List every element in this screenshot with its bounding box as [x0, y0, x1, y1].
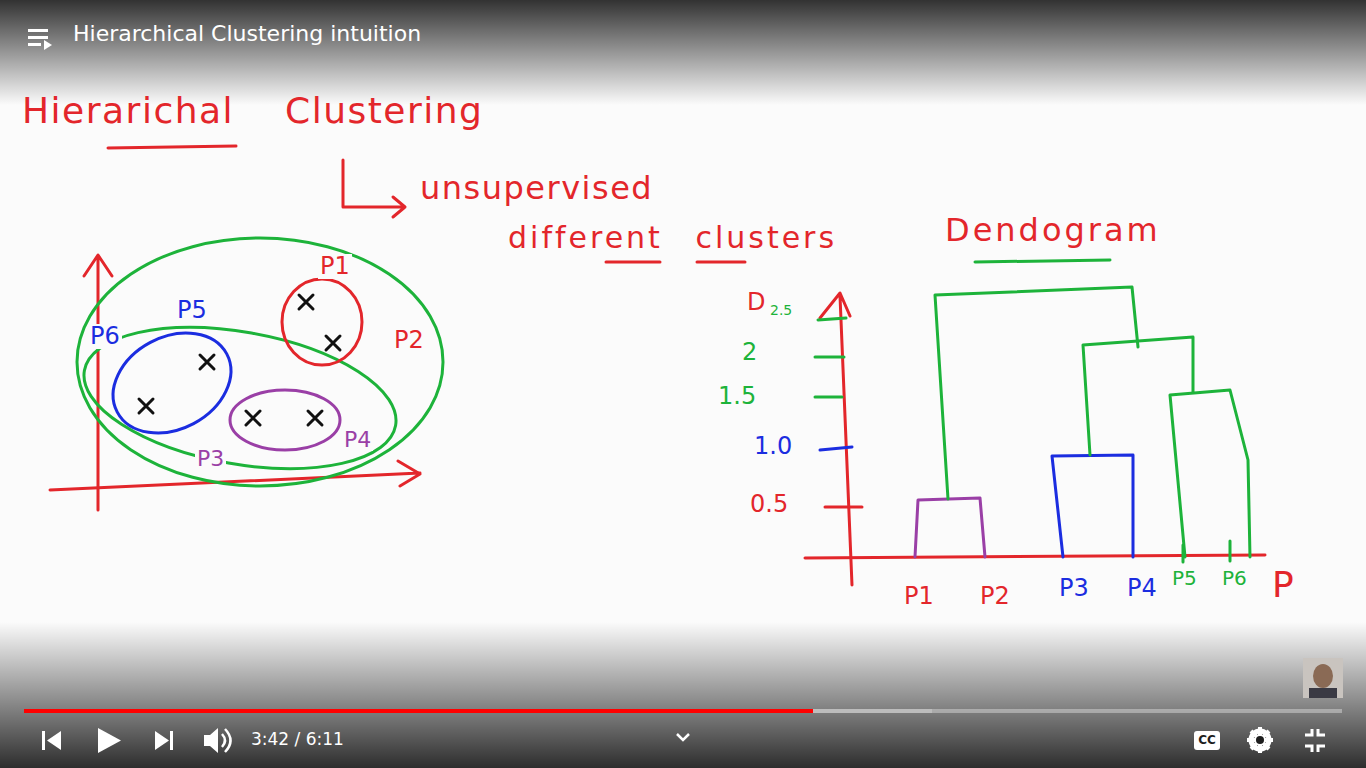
volume-waves [222, 729, 231, 752]
x-axis [805, 555, 1265, 558]
data-point [139, 399, 153, 413]
point-label: P4 [342, 428, 373, 451]
avatar-shirt [1309, 688, 1337, 698]
previous-button [42, 731, 45, 750]
cluster-outline [282, 279, 362, 365]
y-axis [820, 293, 852, 585]
progress-bar [24, 709, 1342, 713]
play-button [98, 728, 121, 753]
dendrogram [805, 287, 1265, 585]
data-point [200, 355, 214, 369]
player-controls [42, 727, 1325, 753]
data-point [246, 411, 260, 425]
volume-button [204, 728, 218, 753]
next-button [170, 731, 173, 750]
leaf-label: P3 [1057, 576, 1091, 601]
data-point [299, 295, 313, 309]
video-title: Hierarchical Clustering intuition [73, 22, 421, 45]
scatter-plot [50, 238, 443, 510]
handwritten-note: unsupervised [420, 172, 653, 206]
data-point [308, 411, 322, 425]
point-label: P3 [195, 447, 226, 470]
data-points [139, 295, 340, 425]
settings-teeth [1247, 727, 1273, 753]
dendrogram-link [915, 498, 985, 557]
top-shade [0, 0, 1366, 105]
axis-label: 1.5 [716, 384, 758, 409]
axis-label: 1.0 [752, 434, 794, 459]
axis-label: 0.5 [748, 492, 790, 517]
axis-tick [825, 506, 862, 509]
dendrogram-link [1170, 390, 1250, 557]
menu-bar [28, 43, 41, 46]
arrow [343, 160, 405, 217]
axis-label: D [745, 290, 767, 315]
cc-label: CC [1196, 734, 1218, 747]
underline [108, 146, 236, 148]
axis-label: 2.5 [768, 303, 794, 318]
next-button [155, 731, 169, 750]
bottom-shade [0, 622, 1366, 768]
axis-tick [815, 356, 844, 359]
menu-bar [28, 36, 48, 39]
progress-buffer [24, 709, 932, 713]
underline [975, 260, 1110, 262]
handwritten-heading: Dendogram [945, 214, 1161, 248]
leaf-label: P2 [978, 584, 1012, 609]
previous-button [47, 731, 61, 750]
dendrogram-link [1052, 455, 1133, 557]
axis-tick [815, 396, 842, 399]
axis-label: 2 [740, 340, 759, 365]
axis-label: P [1270, 566, 1296, 604]
data-point [326, 336, 340, 350]
avatar-face [1313, 664, 1333, 688]
menu-bar [28, 29, 48, 32]
handwritten-note: different clusters [508, 222, 837, 254]
progress-track [24, 709, 1342, 713]
cluster-outline [77, 238, 443, 486]
leaf-label: P1 [902, 584, 936, 609]
cluster-outline [73, 306, 407, 491]
channel-avatar [1303, 658, 1343, 698]
leaf-label: P5 [1170, 568, 1199, 589]
point-label: P5 [175, 298, 209, 323]
menu-icon [28, 29, 52, 50]
axis-tick [818, 318, 846, 320]
underline [606, 261, 660, 264]
dendrogram-link [935, 287, 1138, 499]
fullscreen-exit-button [1305, 729, 1325, 752]
progress-played [24, 709, 813, 713]
point-label: P2 [392, 328, 426, 353]
cluster-outline [230, 390, 340, 450]
dendrogram-link [1083, 337, 1193, 455]
settings-hole [1256, 736, 1264, 744]
axis-tick [820, 447, 852, 450]
point-label: P1 [318, 254, 352, 279]
leaf-tick [1183, 541, 1230, 562]
leaf-label: P4 [1125, 576, 1159, 601]
time-display: 3:42 / 6:11 [251, 731, 344, 749]
cc-button [1194, 731, 1220, 750]
underline [697, 261, 745, 264]
menu-play [44, 40, 52, 50]
leaf-label: P6 [1220, 568, 1249, 589]
chevron [677, 734, 689, 740]
handwritten-heading: Hierarichal Clustering [22, 92, 483, 130]
point-label: P6 [88, 324, 122, 349]
avatar-frame [1303, 658, 1343, 698]
